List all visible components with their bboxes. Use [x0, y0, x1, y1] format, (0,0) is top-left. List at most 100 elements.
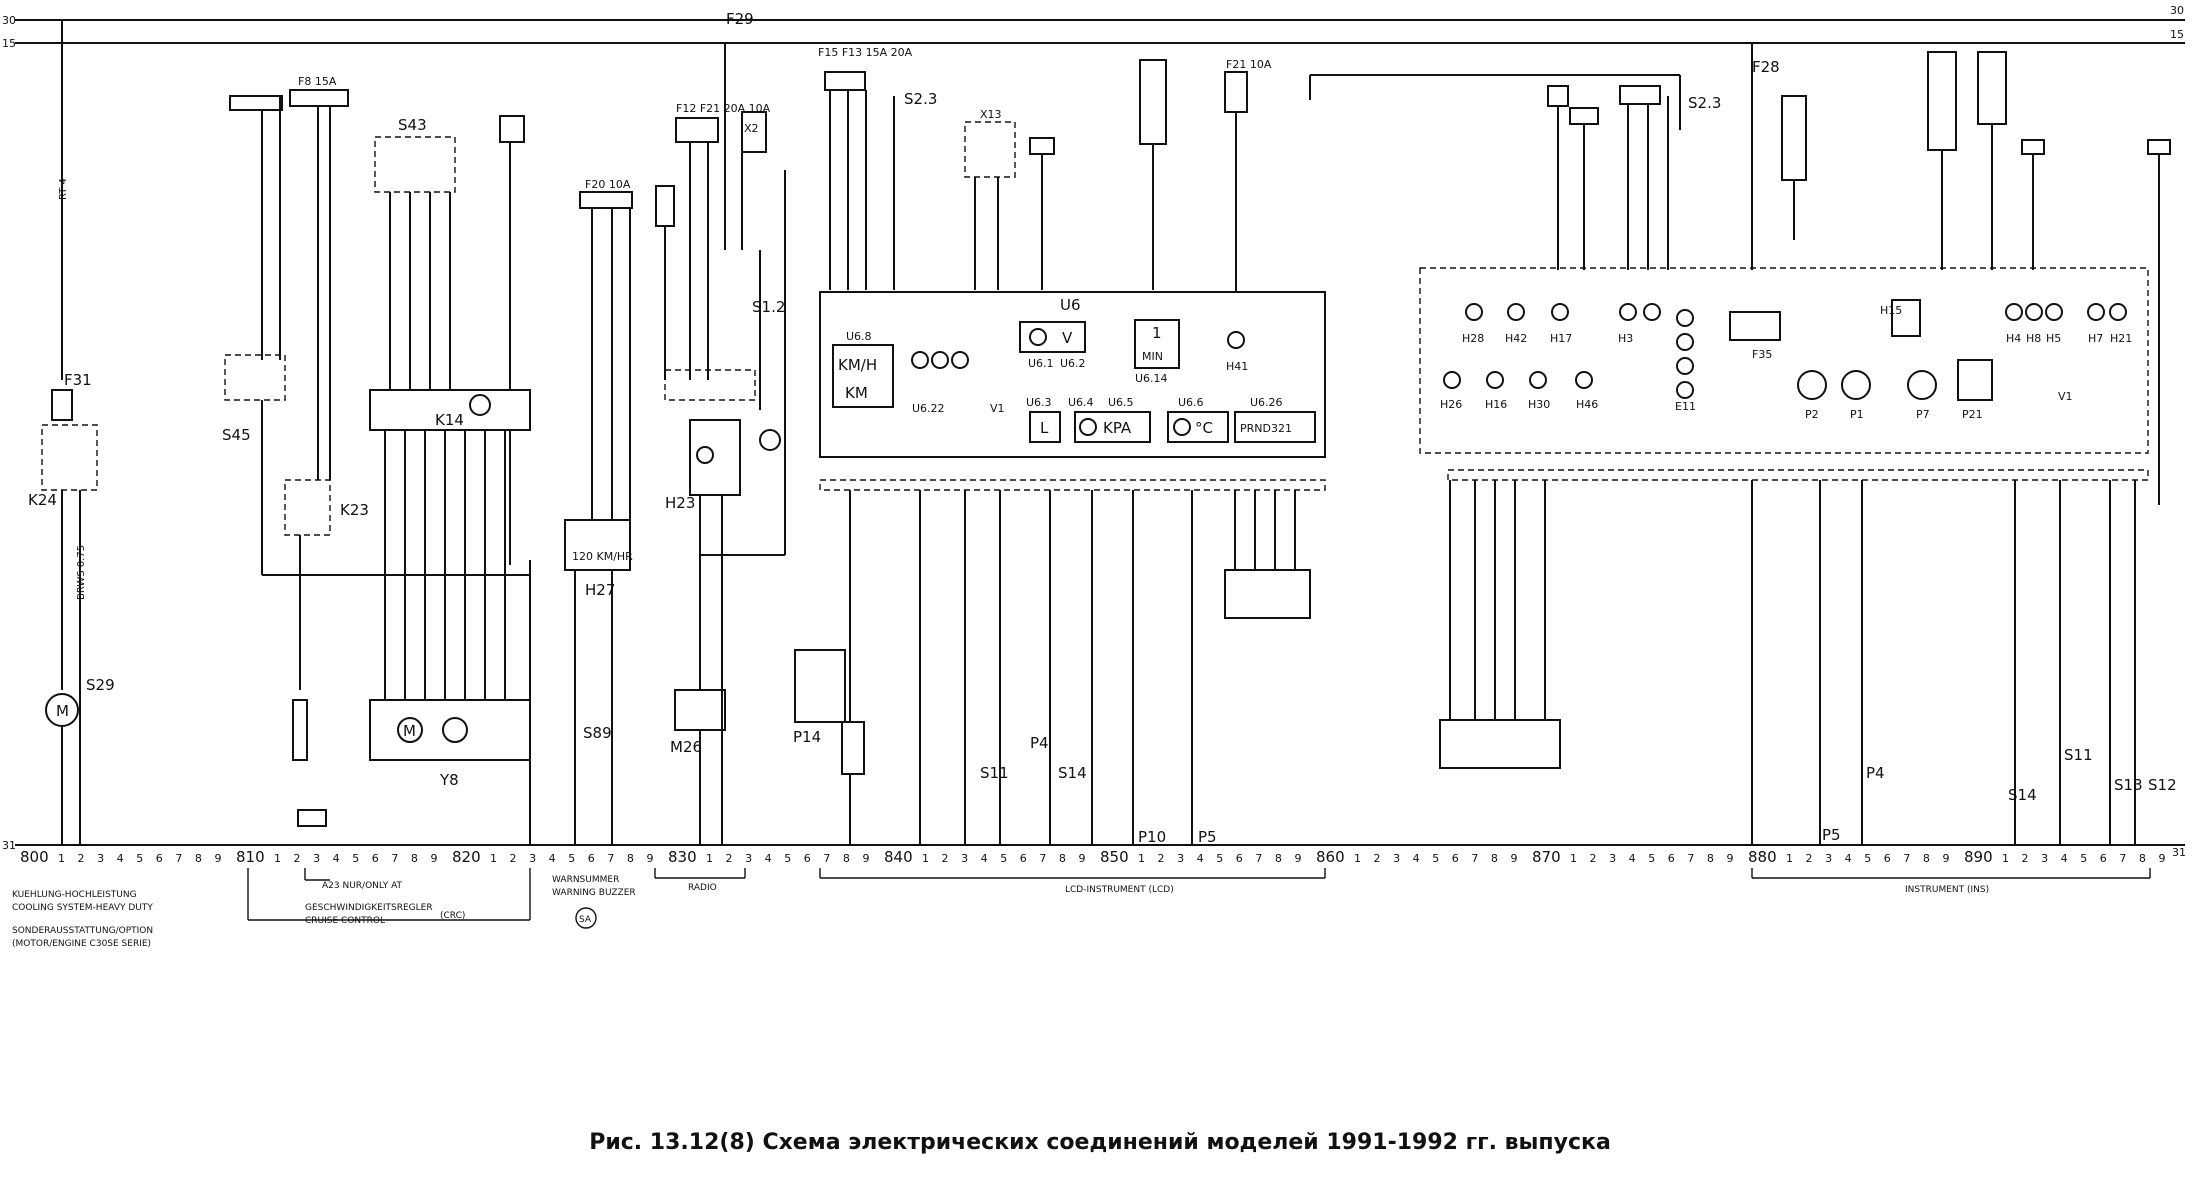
sensor-p14 [794, 649, 846, 723]
scale-tick-870-9: 9 [1726, 852, 1733, 865]
svg-text:H15: H15 [1880, 304, 1902, 317]
footnote-option-de: SONDERAUSSTATTUNG/OPTION [12, 926, 153, 936]
footnote-cooling-de: KUEHLUNG-HOCHLEISTUNG [12, 890, 137, 900]
svg-text:U6.22: U6.22 [912, 402, 945, 415]
scale-tick-840-9: 9 [1078, 852, 1085, 865]
module-u6-label: U6 [1060, 296, 1081, 314]
scale-tick-820-5: 5 [568, 852, 575, 865]
svg-text:P2: P2 [1805, 408, 1819, 421]
section-cruise: S45 K23 F8 15A S43 K14 M [222, 75, 531, 845]
svg-text:120 KM/HR: 120 KM/HR [572, 550, 633, 563]
u6-14-display [1134, 319, 1180, 369]
scale-tick-850-9: 9 [1294, 852, 1301, 865]
scale-tick-870-3: 3 [1609, 852, 1616, 865]
scale-tick-810-9: 9 [430, 852, 437, 865]
sensor-p5b-label: P5 [1822, 826, 1841, 844]
scale-tick-880-7: 7 [1903, 852, 1910, 865]
svg-text:U6.5: U6.5 [1108, 396, 1134, 409]
footnote-ins: INSTRUMENT (INS) [1905, 885, 1989, 895]
u6-3-display [1029, 411, 1061, 443]
scale-major-860: 860 [1316, 848, 1345, 866]
svg-text:BRWS 0.75: BRWS 0.75 [76, 545, 87, 600]
svg-text:U6.26: U6.26 [1250, 396, 1283, 409]
svg-text:H46: H46 [1576, 398, 1598, 411]
footnote-warn-code: SA [579, 915, 592, 925]
switch-s43-box [374, 136, 456, 193]
switch-s14-label: S14 [1058, 764, 1087, 782]
svg-text:M: M [403, 722, 416, 740]
footnote-cruise-de: GESCHWINDIGKEITSREGLER [305, 903, 433, 913]
scale-tick-880-3: 3 [1825, 852, 1832, 865]
rail-15-label-right: 15 [2170, 28, 2184, 41]
scale-tick-870-6: 6 [1668, 852, 1675, 865]
section-buzzer: F20 10A 120 KM/HR H27 S89 [564, 178, 633, 845]
motor-m26-label: M26 [670, 738, 702, 756]
warn-code-circle [575, 907, 597, 929]
switch-s13-label: S13 [2114, 776, 2143, 794]
footnote-lcd: LCD-INSTRUMENT (LCD) [1065, 885, 1174, 895]
scale-tick-860-2: 2 [1374, 852, 1381, 865]
scale-tick-850-5: 5 [1216, 852, 1223, 865]
scale-tick-810-7: 7 [391, 852, 398, 865]
scale-tick-830-8: 8 [843, 852, 850, 865]
scale-tick-820-3: 3 [529, 852, 536, 865]
svg-text:H7: H7 [2088, 332, 2103, 345]
svg-text:H8: H8 [2026, 332, 2041, 345]
scale-tick-870-1: 1 [1570, 852, 1577, 865]
regulator-f35 [1729, 311, 1781, 341]
scale-tick-810-6: 6 [372, 852, 379, 865]
svg-text:L: L [1040, 419, 1049, 437]
fuse-f31-label: F31 [64, 371, 92, 389]
module-ins [1419, 267, 2149, 454]
svg-text:H4: H4 [2006, 332, 2021, 345]
scale-tick-880-9: 9 [1942, 852, 1949, 865]
switch-s1-2-label: S1.2 [752, 298, 785, 316]
section-cooling: RT 4 F31 K24 M BRWS 0.75 S29 [28, 20, 115, 845]
sensor-p10-label: P10 [1138, 828, 1166, 846]
scale-tick-810-8: 8 [411, 852, 418, 865]
scale-tick-860-6: 6 [1452, 852, 1459, 865]
scale-tick-830-3: 3 [745, 852, 752, 865]
scale-tick-830-1: 1 [706, 852, 713, 865]
svg-text:U6.3: U6.3 [1026, 396, 1052, 409]
svg-text:P1: P1 [1850, 408, 1864, 421]
scale-major-830: 830 [668, 848, 697, 866]
switch-s2-3-label: S2.3 [904, 90, 937, 108]
switch-s14b-label: S14 [2008, 786, 2037, 804]
scale-tick-800-8: 8 [195, 852, 202, 865]
svg-text:F21 10A: F21 10A [1226, 58, 1272, 71]
module-y8-label: Y8 [439, 771, 459, 789]
sensor-p4b-label: P4 [1866, 764, 1885, 782]
u6-8-kmh: KM/H [838, 356, 877, 374]
scale-tick-850-4: 4 [1197, 852, 1204, 865]
gauge-p1 [1841, 370, 1871, 400]
rail-31-label-right: 31 [2172, 846, 2186, 859]
scale-tick-840-2: 2 [942, 852, 949, 865]
svg-text:F35: F35 [1752, 348, 1772, 361]
scale-tick-820-6: 6 [588, 852, 595, 865]
scale-tick-840-8: 8 [1059, 852, 1066, 865]
svg-text:P7: P7 [1916, 408, 1930, 421]
svg-text:H3: H3 [1618, 332, 1633, 345]
switch-s11-label: S11 [980, 764, 1009, 782]
scale-major-800: 800 [20, 848, 49, 866]
footnote-radio: RADIO [688, 883, 717, 893]
scale-major-810: 810 [236, 848, 265, 866]
scale-tick-880-8: 8 [1923, 852, 1930, 865]
scale-tick-890-2: 2 [2022, 852, 2029, 865]
svg-text:H41: H41 [1226, 360, 1248, 373]
scale-tick-860-3: 3 [1393, 852, 1400, 865]
scale-tick-870-5: 5 [1648, 852, 1655, 865]
module-k14-label: K14 [435, 411, 464, 429]
scale-tick-820-8: 8 [627, 852, 634, 865]
scale-tick-880-2: 2 [1806, 852, 1813, 865]
fuse-f28-label: F28 [1752, 58, 1780, 76]
svg-text:U6.4: U6.4 [1068, 396, 1094, 409]
switch-s2-3b-label: S2.3 [1688, 94, 1721, 112]
figure-caption: Рис. 13.12(8) Схема электрических соедин… [589, 1130, 1611, 1155]
scale-tick-850-7: 7 [1255, 852, 1262, 865]
svg-text:H16: H16 [1485, 398, 1507, 411]
u6-8-display [832, 344, 894, 408]
